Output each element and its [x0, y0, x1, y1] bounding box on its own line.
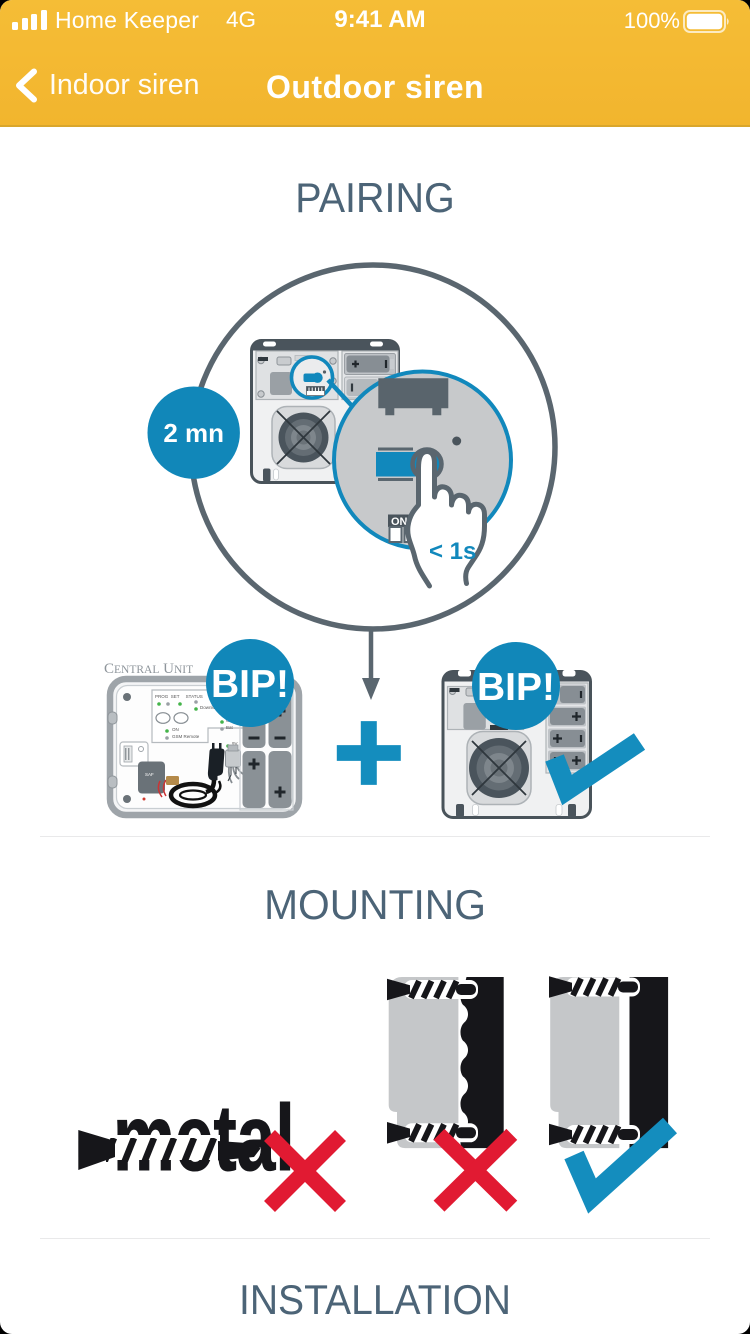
- svg-text:Bat: Bat: [226, 725, 234, 730]
- svg-text:ON: ON: [172, 727, 179, 732]
- svg-text:PROG SET STATUS: PROG SET STATUS: [155, 694, 203, 699]
- svg-text:BIP!: BIP!: [211, 663, 289, 706]
- svg-text:GSM Remote: GSM Remote: [172, 734, 200, 739]
- svg-text:ON: ON: [391, 516, 408, 528]
- svg-text:< 1s: < 1s: [429, 538, 476, 565]
- svg-text:BIP!: BIP!: [477, 666, 555, 709]
- svg-text:Download: Download: [200, 705, 221, 710]
- svg-text:SAF: SAF: [145, 772, 154, 777]
- svg-text:CENTRAL UNIT: CENTRAL UNIT: [104, 661, 193, 677]
- svg-text:9V: 9V: [232, 741, 238, 746]
- svg-text:2 mn: 2 mn: [163, 418, 224, 448]
